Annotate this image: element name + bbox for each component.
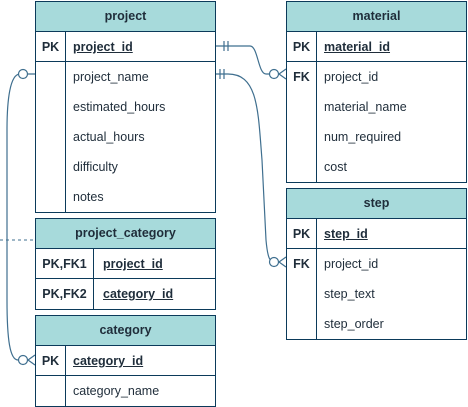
table-title: category: [36, 316, 215, 346]
relationship-project-material: [216, 45, 279, 75]
key-label: [36, 92, 66, 122]
field-name: project_id: [103, 257, 163, 271]
column-row: PK material_id: [287, 32, 466, 62]
column-row: notes: [36, 182, 215, 212]
field-name: notes: [73, 190, 104, 204]
field-name: project_id: [324, 257, 379, 271]
key-label: FK: [287, 249, 317, 279]
key-label: [287, 92, 317, 122]
key-label: PK: [36, 346, 66, 375]
table-title: step: [287, 189, 466, 219]
key-label: [36, 122, 66, 152]
key-label: [36, 62, 66, 92]
column-row: PK category_id: [36, 346, 215, 376]
field-name: category_id: [73, 354, 144, 368]
column-row: PK project_id: [36, 32, 215, 62]
field-name: step_id: [324, 227, 368, 241]
column-row: PK step_id: [287, 219, 466, 249]
key-label: [36, 376, 66, 406]
zero-optional-mark: [17, 354, 29, 366]
column-row: actual_hours: [36, 122, 215, 152]
key-label: FK: [287, 62, 317, 92]
relationship-category-project: [6, 73, 35, 361]
key-label: PK: [287, 219, 317, 248]
column-row: estimated_hours: [36, 92, 215, 122]
column-row: num_required: [287, 122, 466, 152]
field-name: project_id: [73, 40, 133, 54]
column-row: project_name: [36, 62, 215, 92]
key-label: PK,FK2: [36, 279, 94, 309]
field-name: num_required: [324, 130, 402, 144]
field-name: estimated_hours: [73, 100, 166, 114]
table-title: material: [287, 2, 466, 32]
key-label: [36, 182, 66, 212]
field-name: material_id: [324, 40, 391, 54]
field-name: cost: [324, 160, 347, 174]
key-label: PK,FK1: [36, 249, 94, 278]
column-row: step_text: [287, 279, 466, 309]
many-crowfoot-mark: [277, 68, 287, 80]
many-crowfoot-mark: [26, 354, 36, 366]
field-name: project_id: [324, 70, 379, 84]
key-label: [287, 309, 317, 339]
relationship-project-step: [216, 73, 280, 263]
table-title: project_category: [36, 219, 215, 249]
column-row: cost: [287, 152, 466, 182]
field-name: material_name: [324, 100, 407, 114]
key-label: [287, 279, 317, 309]
field-name: actual_hours: [73, 130, 145, 144]
field-name: step_text: [324, 287, 375, 301]
column-row: FK project_id: [287, 249, 466, 279]
key-label: [36, 152, 66, 182]
field-name: category_name: [73, 384, 160, 398]
column-row: category_name: [36, 376, 215, 406]
many-crowfoot-mark: [277, 256, 287, 268]
column-row: PK,FK1 project_id: [36, 249, 215, 279]
key-label: PK: [36, 32, 66, 61]
key-label: [287, 152, 317, 182]
zero-optional-mark: [17, 68, 29, 80]
column-row: PK,FK2 category_id: [36, 279, 215, 309]
column-row: material_name: [287, 92, 466, 122]
column-row: difficulty: [36, 152, 215, 182]
table-title: project: [36, 2, 215, 32]
column-row: step_order: [287, 309, 466, 339]
column-row: FK project_id: [287, 62, 466, 92]
zero-optional-mark: [268, 68, 280, 80]
key-label: PK: [287, 32, 317, 61]
zero-optional-mark: [268, 256, 280, 268]
key-label: [287, 122, 317, 152]
field-name: project_name: [73, 70, 149, 84]
field-name: category_id: [103, 287, 174, 301]
field-name: step_order: [324, 317, 384, 331]
field-name: difficulty: [73, 160, 118, 174]
